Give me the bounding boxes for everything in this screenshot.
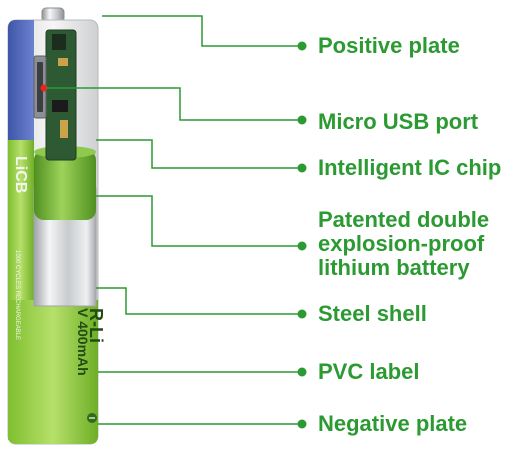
brand-text: R-Li — [86, 308, 106, 343]
lithium-cell — [34, 150, 96, 220]
leader-bullets — [297, 41, 307, 429]
leader-positive-plate — [102, 15, 300, 47]
callout-negative-plate: Negative plate — [318, 411, 468, 436]
leader-intelligent-ic-chip — [96, 139, 300, 169]
callout-intelligent-ic-chip: Intelligent IC chip — [318, 155, 502, 180]
bullet-pvc-label — [297, 367, 307, 377]
callout-steel-shell: Steel shell — [318, 301, 427, 326]
capacity-text: V 400mAh — [75, 308, 91, 376]
leader-steel-shell — [96, 287, 300, 315]
cycles-text-group: 1000 CYCLES RECHARGEABLE — [14, 250, 20, 340]
callout-pvc-label: PVC label — [318, 359, 420, 384]
bullet-positive-plate — [297, 41, 307, 51]
micro-usb-port-slot — [37, 62, 43, 112]
usb-indicator-dot — [40, 84, 48, 92]
label-text-group: V 400mAh — [75, 308, 91, 376]
board-component-2 — [58, 58, 68, 66]
bullet-micro-usb-port — [297, 115, 307, 125]
board-component-3 — [52, 100, 68, 112]
callout-patented-lithium-battery: Patented double explosion-proof lithium … — [318, 207, 490, 280]
pvc-label-blue — [8, 20, 34, 140]
leader-lines — [46, 15, 300, 425]
leader-patented-lithium-battery — [96, 195, 300, 247]
cycles-text: 1000 CYCLES RECHARGEABLE — [14, 250, 20, 340]
bullet-intelligent-ic-chip — [297, 163, 307, 173]
bullet-steel-shell — [297, 309, 307, 319]
board-component-4 — [60, 120, 68, 138]
leader-micro-usb-port — [46, 87, 300, 121]
callout-micro-usb-port: Micro USB port — [318, 109, 479, 134]
brand-text-group: R-Li — [86, 308, 106, 343]
bullet-patented-lithium-battery — [297, 241, 307, 251]
callout-positive-plate: Positive plate — [318, 33, 460, 58]
bullet-negative-plate — [297, 419, 307, 429]
side-text: LiCB — [12, 156, 29, 193]
pvc-label-green-lower — [8, 300, 98, 444]
side-text-group: LiCB — [12, 156, 29, 193]
board-component-1 — [52, 34, 66, 50]
